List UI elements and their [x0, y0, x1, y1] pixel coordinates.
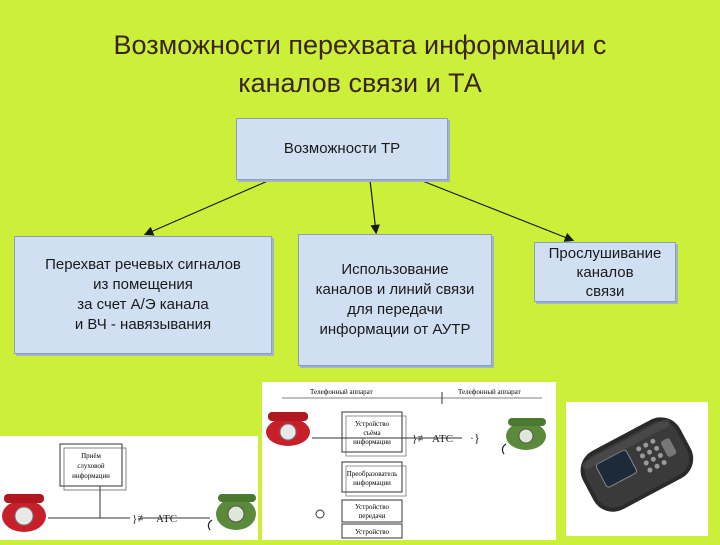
left-schem-text-3: информации: [72, 472, 110, 480]
left-ats-label: АТС: [156, 513, 177, 525]
mid-box1-line1: Устройство: [355, 420, 390, 428]
slide-title: Возможности перехвата информации с канал…: [40, 26, 680, 102]
right-line-2: каналов: [576, 263, 634, 281]
svg-text:·}: ·}: [470, 431, 480, 445]
arrow-to-mid: [369, 179, 380, 235]
schematic-mid-drawing: Телефонный аппарат Телефонный аппарат Ус…: [266, 388, 546, 539]
left-line-3: за счет А/Э канала: [77, 296, 209, 313]
title-line-1: Возможности перехвата информации с: [113, 30, 607, 60]
left-line-4: и ВЧ - навязывания: [74, 316, 212, 333]
mobile-phone-image: [566, 402, 708, 536]
left-schem-text-1: Приём: [81, 452, 101, 460]
left-schem-text-2: слуховой: [77, 462, 105, 470]
arrow-to-right: [419, 179, 575, 242]
mid-box3-line1: Устройство: [355, 503, 390, 511]
left-line-1: Перехват речевых сигналов: [45, 256, 241, 273]
channel-usage-box: Использование каналов и линий связи для …: [298, 234, 492, 366]
mid-line-2: каналов и линий связи: [315, 281, 475, 298]
arrow-to-left: [143, 179, 271, 236]
red-phone-icon: [2, 494, 46, 532]
mid-line-4: информации от АУТР: [319, 321, 471, 338]
red-phone-icon: [266, 412, 310, 446]
left-line-2: из помещения: [93, 276, 193, 293]
mid-box3-line2: передачи: [358, 512, 385, 520]
title-line-2: каналов связи и ТА: [238, 68, 482, 98]
mid-box2-line1: Преобразователь: [347, 470, 398, 478]
svg-text:}≢: }≢: [132, 513, 148, 525]
capabilities-box: Возможности ТР: [236, 118, 448, 180]
mid-line-3: для передачи: [347, 301, 443, 318]
mid-box2-line2: информации: [353, 479, 391, 487]
mobile-phone-icon: [580, 417, 694, 512]
mid-schem-header-right: Телефонный аппарат: [458, 388, 521, 396]
svg-text:}≢: }≢: [412, 433, 428, 445]
mid-ats-label: АТС: [432, 433, 453, 445]
channel-listening-box: Прослушивание каналов связи: [534, 242, 676, 302]
capabilities-label: Возможности ТР: [283, 140, 401, 157]
mid-line-1: Использование: [341, 261, 449, 278]
green-phone-icon: [501, 418, 546, 455]
right-line-3: связи: [585, 282, 625, 300]
mid-box4-line1: Устройство: [355, 528, 390, 536]
schematic-left-drawing: Приём слуховой информации }≢ АТС: [2, 443, 256, 532]
mid-schem-header-left: Телефонный аппарат: [310, 388, 373, 396]
mid-box1-line3: информации: [353, 438, 391, 446]
mid-box1-line2: съёма: [363, 429, 381, 437]
schematic-mid-image: Телефонный аппарат Телефонный аппарат Ус…: [262, 382, 556, 540]
speech-interception-box: Перехват речевых сигналов из помещения з…: [14, 236, 272, 354]
green-phone-icon: [207, 494, 256, 531]
right-line-1: Прослушивание: [548, 244, 662, 262]
schematic-left-image: Приём слуховой информации }≢ АТС: [0, 436, 258, 540]
